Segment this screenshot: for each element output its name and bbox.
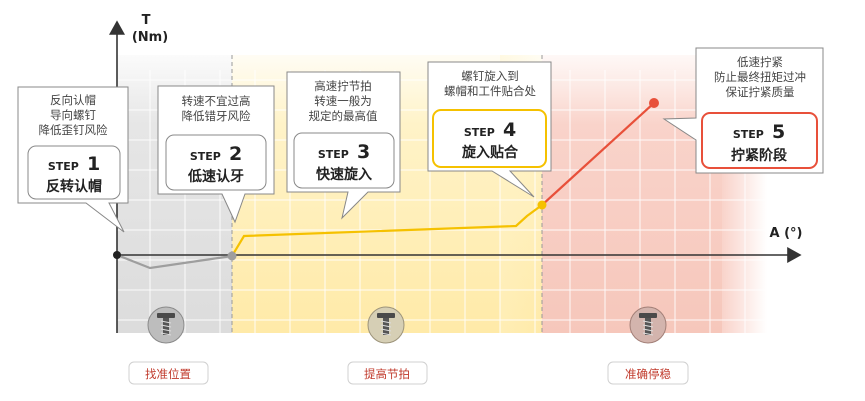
step-3-name: 快速旋入 [316, 166, 372, 183]
step-3-prefix: STEP [318, 148, 349, 161]
curve-tighten [541, 102, 655, 206]
step-4-number: 4 [503, 119, 516, 141]
step-1-note-line-1: 反向认帽 [50, 93, 96, 107]
y-axis-unit: (Nm) [132, 30, 168, 45]
step-5-number: 5 [772, 121, 785, 143]
step-3-number: 3 [357, 141, 370, 163]
bottom-item-3: 准确停稳 [607, 306, 689, 385]
step-5-title: STEP 5 [733, 121, 785, 143]
bottom-item-1: 找准位置 [128, 306, 209, 385]
step-2-note-line-1: 转速不宜过高 [182, 94, 251, 108]
step-3-note-line-1: 高速拧节拍 [314, 79, 372, 93]
step-1-title: STEP 1 [48, 153, 100, 175]
step-5-callout: 低速拧紧 防止最终扭矩过冲 保证拧紧质量 STEP 5 拧紧阶段 [662, 47, 824, 174]
bottom-label-2: 提高节拍 [364, 367, 410, 381]
step-5-prefix: STEP [733, 128, 764, 141]
step-4-title: STEP 4 [464, 119, 516, 141]
step-4-note-line-2: 螺帽和工件贴合处 [444, 84, 536, 98]
step-2-note-line-2: 降低错牙风险 [182, 109, 251, 123]
y-axis-label: T [142, 13, 151, 28]
step-4-callout: 螺钉旋入到 螺帽和工件贴合处 STEP 4 旋入贴合 [427, 61, 552, 198]
point-step2 [227, 251, 237, 261]
step-3-callout: 高速拧节拍 转速一般为 规定的最高值 STEP 3 快速旋入 [286, 71, 401, 220]
step-2-number: 2 [229, 143, 242, 165]
step-4-name: 旋入贴合 [461, 144, 519, 161]
zone-red [542, 55, 722, 333]
bottom-label-1: 找准位置 [145, 367, 191, 381]
step-3-note-line-2: 转速一般为 [314, 94, 372, 108]
step-1-name: 反转认帽 [46, 178, 102, 195]
step-1-note-line-2: 导向螺钉 [50, 108, 96, 122]
bottom-item-2: 提高节拍 [347, 306, 428, 385]
step-1-prefix: STEP [48, 160, 79, 173]
step-4-prefix: STEP [464, 126, 495, 139]
curve-fast [231, 204, 543, 257]
step-3-title: STEP 3 [318, 141, 370, 163]
point-step5 [649, 98, 659, 108]
step-5-name: 拧紧阶段 [731, 147, 787, 164]
x-axis-label: A (°) [770, 226, 803, 241]
step-2-prefix: STEP [190, 150, 221, 163]
step-1-note-line-3: 降低歪钉风险 [39, 123, 108, 137]
step-2-title: STEP 2 [190, 143, 242, 165]
step-3-note-line-3: 规定的最高值 [309, 109, 378, 123]
screw-icon [629, 306, 667, 344]
step-2-name: 低速认牙 [187, 168, 244, 185]
curve-reverse [116, 253, 233, 270]
step-1-number: 1 [87, 153, 100, 175]
phase-separators [231, 55, 543, 333]
step-5-note-line-1: 低速拧紧 [737, 55, 783, 69]
screw-icon [147, 306, 185, 344]
step-1-callout: 反向认帽 导向螺钉 降低歪钉风险 STEP 1 反转认帽 [17, 86, 129, 233]
bottom-label-3: 准确停稳 [625, 367, 671, 381]
step-5-note-line-2: 防止最终扭矩过冲 [714, 70, 806, 84]
origin-point [113, 251, 121, 259]
screw-icon [367, 306, 405, 344]
step-4-note-line-1: 螺钉旋入到 [461, 69, 519, 83]
point-step4 [537, 200, 547, 210]
step-5-note-line-3: 保证拧紧质量 [726, 85, 795, 99]
step-2-callout: 转速不宜过高 降低错牙风险 STEP 2 低速认牙 [157, 85, 275, 224]
